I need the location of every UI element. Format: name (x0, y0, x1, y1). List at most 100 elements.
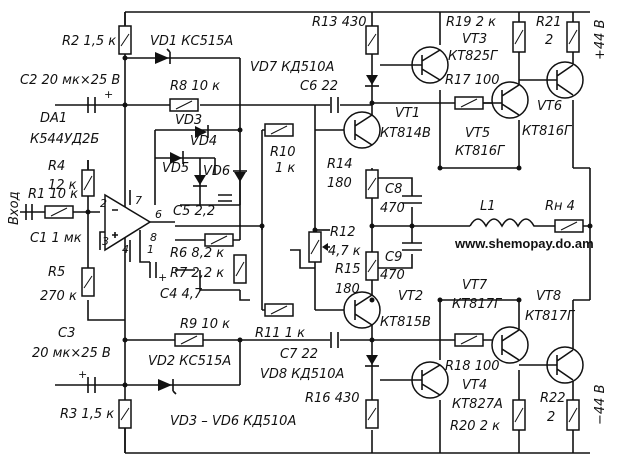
label-vt3: VT3 (462, 32, 487, 47)
pin-2: 2 (100, 197, 107, 210)
transistor-vt1 (343, 111, 381, 149)
label-vplus: +44 В (593, 19, 608, 60)
label-vt2: VT2 (398, 289, 423, 304)
capacitor-c2 (87, 97, 96, 113)
label-r4: R4 (48, 159, 65, 174)
diode-vd4 (170, 151, 184, 164)
label-c4: C4 4,7 (160, 287, 203, 302)
label-vt1: VT1 (395, 106, 420, 121)
label-rn: Rн 4 (545, 199, 575, 214)
capacitor-c7 (330, 332, 339, 348)
label-vt8-type: КТ817Г (525, 309, 576, 324)
label-vd7: VD7 КД510А (250, 60, 334, 75)
label-c6: C6 22 (300, 79, 338, 94)
transistor-vt5 (483, 81, 529, 119)
label-vminus: −44 В (593, 384, 608, 425)
junction-dots (85, 55, 593, 388)
opamp-da1 (104, 190, 175, 263)
label-r9: R9 10 к (180, 317, 230, 332)
label-r11: R11 1 к (255, 326, 305, 341)
diode-vd8 (365, 355, 379, 367)
label-r10: R10 (270, 145, 296, 160)
label-r16: R16 430 (305, 391, 360, 406)
label-r14: R14 (327, 157, 353, 172)
label-r20: R20 2 к (450, 419, 500, 434)
label-r6: R6 8,2 к (170, 246, 224, 261)
label-da1-type: К544УД2Б (30, 132, 99, 147)
label-vt1-type: КТ814В (380, 126, 431, 141)
zener-vd1 (155, 48, 171, 64)
label-l1: L1 (480, 199, 496, 214)
diode-vd5 (193, 175, 207, 187)
label-c3-value: 20 мк×25 В (32, 346, 111, 361)
label-r14-value: 180 (327, 176, 352, 191)
capacitor-c9 (402, 242, 422, 251)
label-vt7: VT7 (462, 278, 488, 293)
label-vt3-type: КТ825Г (448, 49, 499, 64)
label-vt4: VT4 (462, 378, 487, 393)
label-vd-note: VD3 – VD6 КД510А (170, 414, 296, 429)
transistors (343, 46, 584, 399)
label-r3: R3 1,5 к (60, 407, 114, 422)
label-c8: C8 (385, 182, 402, 197)
transistor-vt6 (519, 61, 584, 99)
label-vt5: VT5 (465, 126, 490, 141)
label-vd4: VD4 (190, 134, 217, 149)
label-c3: C3 (58, 326, 75, 341)
label-vd6: VD6 (203, 164, 230, 179)
label-r21: R21 (536, 15, 562, 30)
label-r19: R19 2 к (446, 15, 496, 30)
label-r22: R22 (540, 391, 566, 406)
label-vt5-type: КТ816Г (455, 144, 506, 159)
pin-8: 8 (150, 231, 157, 244)
label-vt4-type: КТ827А (452, 397, 503, 412)
zener-vd2 (158, 379, 177, 395)
label-r12: R12 (330, 225, 356, 240)
diode-vd6 (233, 170, 247, 182)
label-vt6-type: КТ816Г (522, 124, 573, 139)
diodes (155, 48, 379, 395)
capacitor-c5 (218, 194, 232, 202)
capacitor-c1 (25, 204, 33, 220)
label-vd1: VD1 КС515А (150, 34, 233, 49)
plus-marker-c4: + (158, 271, 167, 284)
plus-marker-c3: + (78, 368, 87, 381)
capacitor-c4 (149, 262, 157, 278)
label-r10-value: 1 к (275, 161, 295, 176)
pin-7: 7 (135, 194, 142, 207)
label-watermark-url: www.shemopay.do.am (454, 236, 594, 251)
label-r17: R17 100 (445, 73, 500, 88)
label-vt8: VT8 (536, 289, 561, 304)
label-r8: R8 10 к (170, 79, 220, 94)
label-r5-value: 270 к (40, 289, 77, 304)
label-c8-value: 470 (380, 201, 405, 216)
label-r18: R18 100 (445, 359, 500, 374)
label-c9-value: 470 (380, 268, 405, 283)
label-c7: C7 22 (280, 347, 318, 362)
label-vt6: VT6 (537, 99, 562, 114)
label-da1: DA1 (40, 111, 67, 126)
label-r13: R13 430 (312, 15, 367, 30)
label-r7: R7 2,2 к (170, 266, 224, 281)
label-vd5: VD5 (162, 161, 189, 176)
label-vt7-type: КТ817Г (452, 297, 503, 312)
label-r21-value: 2 (545, 33, 553, 48)
transistor-vt4 (380, 361, 449, 399)
pin-3: 3 (102, 235, 109, 248)
label-vd8: VD8 КД510А (260, 367, 344, 382)
diode-vd3 (195, 125, 209, 138)
label-r1: R1 10 к (28, 187, 78, 202)
label-r22-value: 2 (547, 410, 555, 425)
pin-1: 1 (147, 243, 154, 256)
label-vd2: VD2 КС515А (148, 354, 231, 369)
capacitor-c3 (87, 377, 96, 393)
resistors (44, 21, 584, 431)
capacitors (25, 97, 422, 393)
diode-vd7 (365, 75, 379, 87)
transistor-vt7 (491, 326, 529, 364)
label-r4-value: 12 к (48, 178, 77, 193)
capacitor-c6 (330, 97, 339, 113)
label-c2: C2 20 мк×25 В (20, 73, 120, 88)
label-input: Вход (7, 191, 22, 225)
